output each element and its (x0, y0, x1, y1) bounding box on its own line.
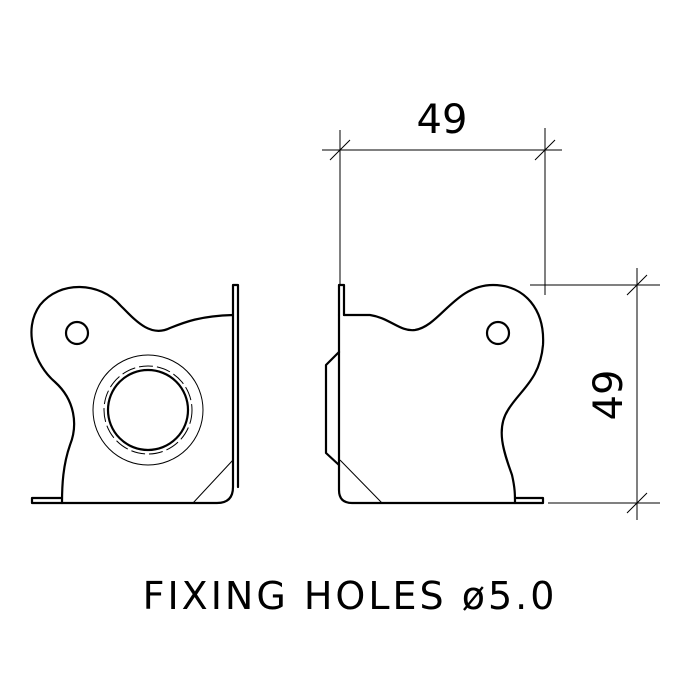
ball-ring-outer (92, 354, 204, 466)
front-bend-line (192, 459, 234, 504)
corner-side-view (324, 283, 545, 505)
front-bottom-tab (30, 496, 64, 505)
height-dimension: 49 (530, 268, 660, 520)
front-outline (30, 285, 235, 505)
side-bottom-tab (513, 496, 545, 505)
side-outline (337, 283, 545, 505)
side-ball-profile (324, 350, 341, 467)
corner-front-view (30, 283, 240, 505)
ball-ring-detail (103, 365, 193, 455)
fixing-hole-right (485, 320, 511, 346)
width-dimension-label: 49 (417, 97, 468, 143)
fixing-holes-caption: FIXING HOLES ø5.0 (142, 574, 558, 618)
side-bend-line (339, 459, 383, 504)
width-dimension: 49 (322, 97, 562, 295)
height-dimension-label: 49 (586, 370, 632, 421)
front-side-tab (231, 283, 240, 489)
side-tab (337, 283, 346, 317)
fixing-hole-left (64, 320, 90, 346)
ball-ring-inner (106, 368, 190, 452)
